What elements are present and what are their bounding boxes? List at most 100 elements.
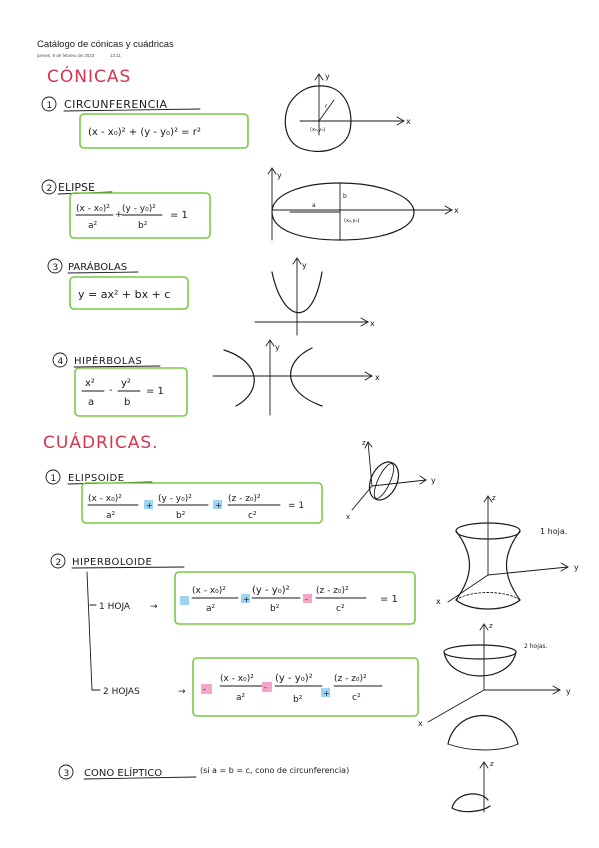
x-label: x	[346, 513, 350, 521]
x-arrow	[364, 371, 373, 381]
right-profile	[506, 530, 521, 601]
rhs: = 1	[380, 594, 398, 605]
z-arrow	[364, 441, 373, 449]
term3-den: c²	[248, 511, 257, 521]
item-name: CIRCUNFERENCIA	[64, 98, 168, 111]
x-label: x	[375, 373, 380, 382]
item-number: 3	[64, 769, 70, 779]
hyperbola-left-branch	[223, 349, 255, 407]
x-axis	[447, 574, 489, 603]
conica-elipse: 2 ELIPSE (x - x₀)² a² + (y - y₀)² b² = 1	[41, 179, 211, 239]
plus-sign: +	[146, 501, 153, 510]
x-axis	[427, 689, 485, 723]
item-number: 1	[47, 101, 53, 111]
y-axis	[487, 566, 569, 576]
term2-num: y²	[121, 378, 131, 389]
lower-sheet-rim	[447, 743, 519, 751]
hyperbola-right-branch	[290, 347, 323, 407]
term3-num: (z - z₀)²	[228, 494, 261, 504]
x-arrow	[396, 116, 405, 126]
upper-sheet-bowl	[443, 651, 517, 677]
arrow-glyph: →	[150, 602, 158, 612]
item-number-circle	[41, 96, 57, 112]
y-arrow	[292, 257, 302, 265]
left-profile	[455, 530, 470, 601]
term1-num: (x - x₀)²	[220, 674, 254, 684]
underline	[67, 271, 139, 274]
r-label: r	[325, 103, 328, 110]
z-label: z	[492, 494, 496, 502]
term2-den: b²	[293, 695, 303, 705]
cuadrica-elipsoide: 1 ELIPSOIDE (x - x₀)² a² + (y - y₀)² b² …	[45, 469, 323, 524]
b-label: b	[343, 193, 347, 200]
item-number: 2	[47, 184, 53, 194]
arrow-glyph: →	[178, 687, 186, 697]
pink-marker	[201, 684, 212, 694]
bottom-rim-hidden	[455, 592, 521, 601]
parabola-sketch: y x	[254, 257, 375, 336]
z-arrow	[479, 623, 489, 631]
rhs: = 1	[288, 501, 304, 511]
cuadrica-hiperboloide: 2 HIPERBOLOIDE 1 HOJA → (x - x₀)² a² + (…	[50, 553, 419, 717]
term3-den: c²	[352, 693, 361, 703]
term2-num: (y - y₀)²	[122, 204, 156, 214]
upper-sheet-rim	[443, 644, 517, 660]
term2-num: (y - y₀)²	[158, 494, 192, 504]
term2-num: (y - y₀)²	[252, 585, 290, 596]
x-arrow	[444, 205, 453, 215]
minus-sign: -	[203, 685, 206, 694]
cono-sketch: z	[451, 760, 494, 813]
item-number: 1	[51, 474, 57, 484]
conicas-heading: CÓNICAS	[47, 65, 131, 87]
formula-box-dos-hojas	[192, 657, 419, 717]
conica-hiperbolas: 4 HIPÉRBOLAS x² a - y² b = 1	[52, 352, 188, 417]
item-name: ELIPSOIDE	[68, 473, 125, 484]
term1-den: a²	[206, 604, 216, 614]
blue-marker	[321, 688, 330, 697]
item-number-circle	[47, 258, 63, 274]
item-name: HIPÉRBOLAS	[74, 354, 142, 367]
formula-box-una-hoja	[174, 571, 416, 625]
lower-sheet-dome	[447, 714, 519, 745]
radius-line	[318, 99, 335, 122]
page-title: Catálogo de cónicas y cuádricas	[37, 39, 174, 50]
minus-sign: -	[109, 385, 113, 396]
blue-marker	[241, 594, 250, 603]
formula-box	[74, 367, 188, 417]
term2-num: (y - y₀)²	[275, 673, 313, 684]
formula: y = ax² + bx + c	[78, 288, 170, 301]
x-label: x	[436, 597, 441, 606]
hiperboloide-dos-hojas-sketch: z y x 2 hojas.	[418, 622, 571, 751]
page-time: 13:11	[110, 53, 121, 58]
blue-marker	[144, 500, 153, 509]
term1-den: a²	[88, 221, 98, 231]
formula: (x - x₀)² + (y - y₀)² = r²	[88, 127, 201, 138]
y-label: y	[574, 563, 579, 572]
elipse-sketch: y x a b (x₀,y₀)	[267, 167, 459, 241]
formula-box	[81, 482, 323, 524]
item-number-circle	[45, 469, 61, 485]
pink-marker	[303, 594, 312, 603]
item-number-circle	[41, 179, 57, 195]
hiperboloide-una-hoja-sketch: z y x 1 hoja.	[436, 494, 579, 610]
parabola-shape	[271, 271, 323, 314]
a-label: a	[312, 202, 316, 209]
cuadricas-heading: CUÁDRICAS.	[43, 431, 159, 453]
item-name: PARÁBOLAS	[68, 260, 127, 273]
y-label: y	[275, 343, 280, 352]
y-label: y	[566, 687, 571, 696]
term1-den: a	[88, 397, 94, 408]
y-label: y	[302, 261, 307, 270]
x-label: x	[418, 719, 423, 728]
z-axis	[367, 441, 373, 487]
y-arrow	[265, 339, 275, 347]
formula-box	[69, 276, 189, 310]
underline	[83, 776, 197, 780]
term1-num: (x - x₀)²	[88, 494, 122, 504]
item-number: 4	[58, 357, 64, 367]
ellipsoid-meridian	[373, 463, 395, 499]
term1-num: (x - x₀)²	[192, 586, 226, 596]
formula-box	[69, 192, 211, 239]
blue-marker	[213, 500, 222, 509]
